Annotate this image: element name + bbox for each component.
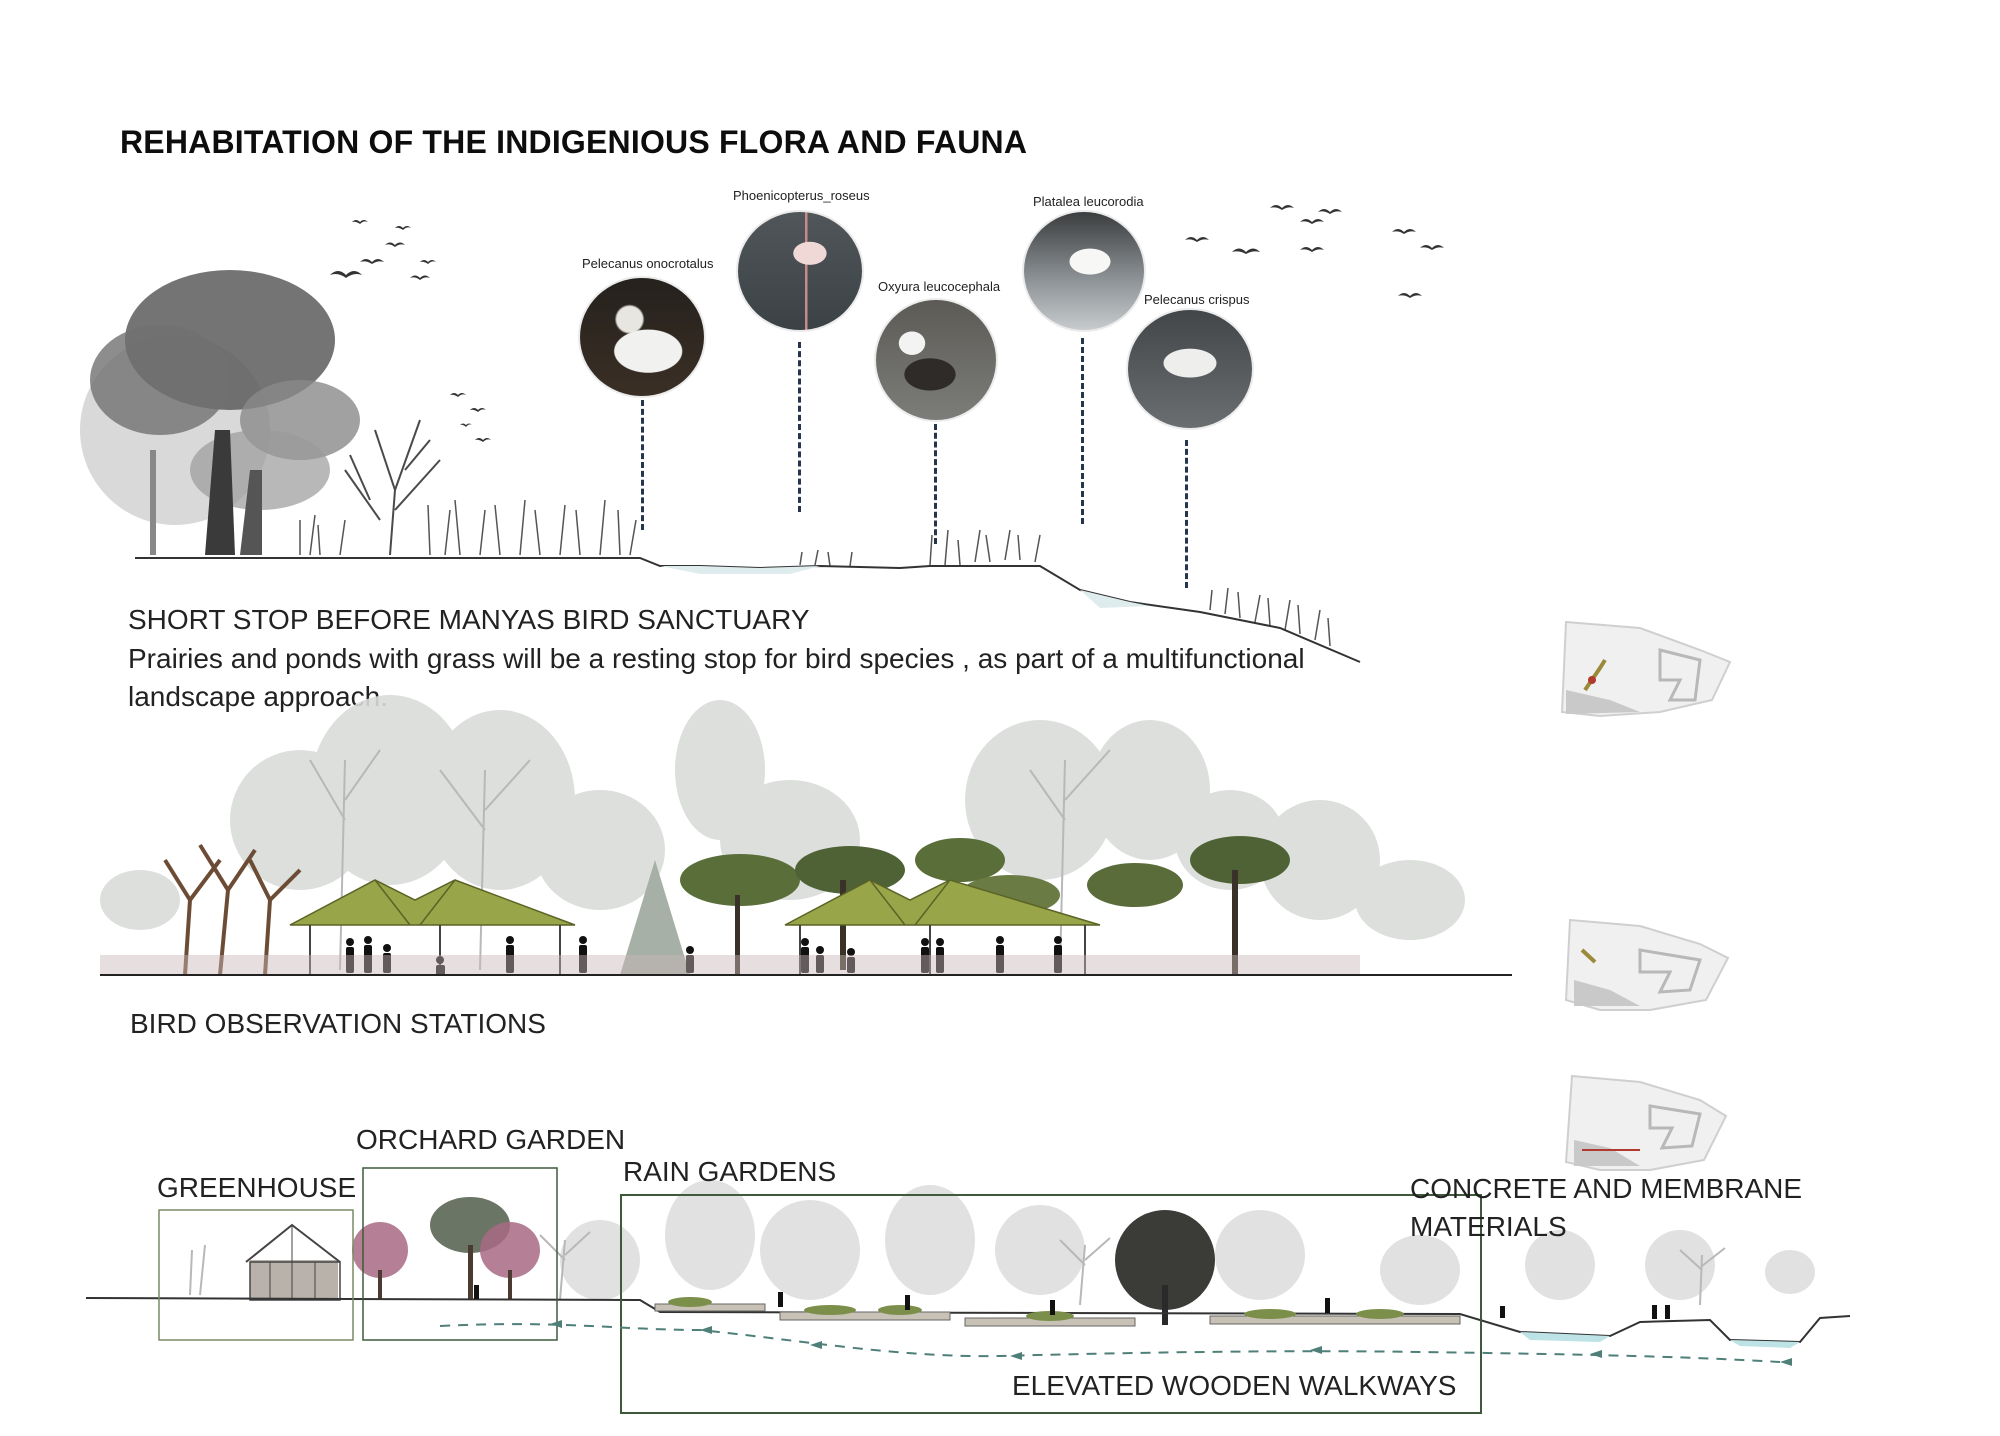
label-rain-gardens: RAIN GARDENS (623, 1156, 837, 1187)
site-map-thumbnail-3 (1564, 1074, 1728, 1171)
site-map-thumbnail-1 (1560, 620, 1732, 718)
bird-flock-left-icon (330, 220, 491, 442)
water-channel (1520, 1332, 1610, 1342)
flamingo-photo (738, 212, 862, 330)
water-channel-2 (1730, 1340, 1800, 1348)
greenhouse-box (158, 1209, 354, 1341)
bird-flock-right-icon (1185, 205, 1444, 298)
meadow-strip (100, 955, 1360, 975)
visitors-icon (346, 936, 1062, 975)
species-label: Pelecanus crispus (1144, 292, 1250, 307)
observation-station-right (784, 879, 1101, 975)
oak-tree-icon (1115, 1210, 1215, 1325)
rain-gardens-box (620, 1194, 1482, 1414)
leader-line (934, 424, 937, 544)
section-heading-sanctuary: SHORT STOP BEFORE MANYAS BIRD SANCTUARY (128, 604, 810, 635)
pelican-photo (580, 278, 704, 396)
visitors-lower-icon (474, 1285, 1670, 1319)
page-title: REHABITATION OF THE INDIGENIOUS FLORA AN… (120, 124, 1028, 160)
rain-garden-planters-icon (654, 1297, 1461, 1327)
duck-photo (876, 300, 996, 420)
leader-line (641, 400, 644, 530)
label-elevated-walkways: ELEVATED WOODEN WALKWAYS (1012, 1370, 1457, 1401)
leader-line (1185, 440, 1188, 588)
site-map-thumbnail-2 (1564, 918, 1730, 1011)
background-trees-icon (100, 695, 1465, 940)
orchard-trees-icon (352, 1197, 540, 1300)
pelican-flight-photo (1128, 310, 1252, 428)
bare-shrub-icon (344, 419, 441, 556)
species-label: Phoenicopterus_roseus (733, 188, 870, 203)
spoonbill-photo (1024, 212, 1144, 330)
grass-icon (299, 499, 1331, 647)
species-label: Pelecanus onocrotalus (582, 256, 714, 271)
flow-arrow-icon (550, 1320, 1792, 1366)
pond-shape (660, 566, 820, 574)
label-concrete-membrane: CONCRETE AND MEMBRANE MATERIALS (1410, 1173, 1803, 1242)
label-orchard-garden: ORCHARD GARDEN (356, 1124, 626, 1155)
leader-line (798, 342, 801, 512)
section-heading-stations: BIRD OBSERVATION STATIONS (130, 1008, 546, 1039)
label-greenhouse: GREENHOUSE (157, 1172, 357, 1203)
pond-shape-2 (1080, 590, 1150, 608)
species-label: Oxyura leucocephala (878, 279, 1001, 294)
observation-station-left (289, 879, 576, 975)
orchard-box (362, 1167, 558, 1341)
bare-trees-lower-icon (189, 1231, 1726, 1306)
greenhouse-icon (245, 1223, 341, 1301)
tree-cluster-left-icon (80, 270, 360, 555)
section-description: Prairies and ponds with grass will be a … (128, 643, 1305, 712)
species-label: Platalea leucorodia (1033, 194, 1144, 209)
leader-line (1081, 338, 1084, 524)
water-flow-path (439, 1323, 1781, 1363)
background-bare-trees-icon (309, 749, 1111, 971)
brown-trees-icon (163, 843, 302, 976)
